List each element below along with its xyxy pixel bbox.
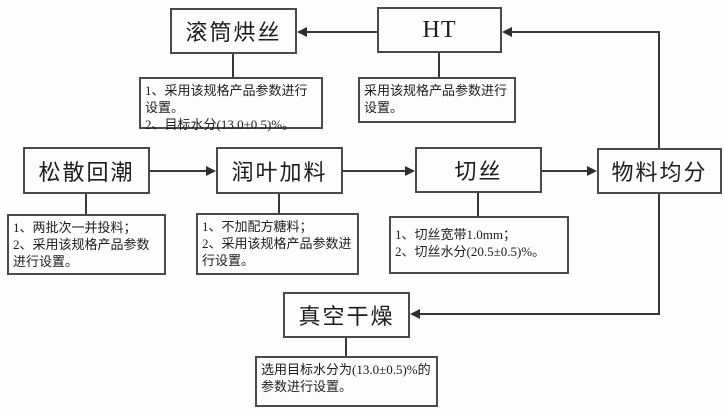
arrow-right-icon (405, 166, 415, 176)
arrow-left-icon (297, 27, 307, 37)
node-cutting-label: 切丝 (454, 159, 503, 184)
node-dividing: 物料均分 (597, 148, 722, 194)
flow-line-dividing-up (658, 31, 660, 148)
annotation-line: 选用目标水分为(13.0±0.5)%的参数进行设置。 (261, 362, 431, 395)
flow-line-cutting-dividing (542, 170, 588, 172)
flow-line-loosening-conditioning (150, 170, 207, 172)
arrow-left-icon (410, 309, 420, 319)
node-ht: HT (377, 7, 502, 53)
node-drum-drying-label: 滚筒烘丝 (185, 20, 282, 45)
annotation-line: 采用该规格产品参数进行设置。 (364, 83, 508, 116)
flow-line-conditioning-cutting (343, 170, 406, 172)
node-vacuum-drying-label: 真空干燥 (298, 304, 395, 329)
node-loosening: 松散回潮 (23, 147, 150, 194)
stem-loosening (85, 194, 87, 214)
annotation-conditioning: 1、不加配方糖料； 2、采用该规格产品参数进行设置。 (196, 213, 359, 275)
flow-line-to-ht (511, 31, 660, 33)
annotation-drum-drying: 1、采用该规格产品参数进行设置。 2、目标水分(13.0±0.5)%。 (139, 77, 323, 132)
annotation-line: 1、切丝宽带1.0mm； (395, 227, 516, 242)
node-dividing-label: 物料均分 (611, 160, 708, 185)
annotation-line: 2、采用该规格产品参数进行设置。 (13, 237, 150, 270)
stem-vacuum-drying (345, 338, 347, 356)
node-vacuum-drying: 真空干燥 (283, 292, 410, 338)
arrow-left-icon (502, 27, 512, 37)
node-conditioning-label: 润叶加料 (231, 159, 328, 185)
stem-drum-drying (232, 54, 234, 77)
annotation-line: 2、采用该规格产品参数进行设置。 (202, 236, 352, 269)
stem-ht (438, 53, 440, 77)
annotation-vacuum-drying: 选用目标水分为(13.0±0.5)%的参数进行设置。 (255, 356, 438, 407)
node-drum-drying: 滚筒烘丝 (170, 8, 297, 54)
node-loosening-label: 松散回潮 (38, 159, 135, 185)
flow-line-ht-drum (306, 31, 377, 33)
annotation-line: 2、目标水分(13.0±0.5)%。 (145, 117, 296, 133)
annotation-line: 2、切丝水分(20.5±0.5)%。 (395, 244, 546, 260)
arrow-right-icon (587, 166, 597, 176)
annotation-line: 1、采用该规格产品参数进行设置。 (145, 83, 308, 116)
stem-conditioning (278, 194, 280, 213)
stem-cutting (477, 193, 479, 216)
annotation-cutting: 1、切丝宽带1.0mm； 2、切丝水分(20.5±0.5)%。 (389, 216, 569, 274)
node-ht-label: HT (422, 16, 457, 43)
flow-line-dividing-down (658, 194, 660, 315)
annotation-loosening: 1、两批次一并投料； 2、采用该规格产品参数进行设置。 (7, 214, 166, 275)
arrow-right-icon (206, 166, 216, 176)
node-conditioning: 润叶加料 (216, 147, 343, 194)
annotation-ht: 采用该规格产品参数进行设置。 (358, 77, 516, 123)
annotation-line: 1、两批次一并投料； (13, 220, 137, 235)
annotation-line: 1、不加配方糖料； (202, 219, 313, 234)
node-cutting: 切丝 (415, 147, 542, 193)
flow-line-to-vacuum (419, 313, 660, 315)
